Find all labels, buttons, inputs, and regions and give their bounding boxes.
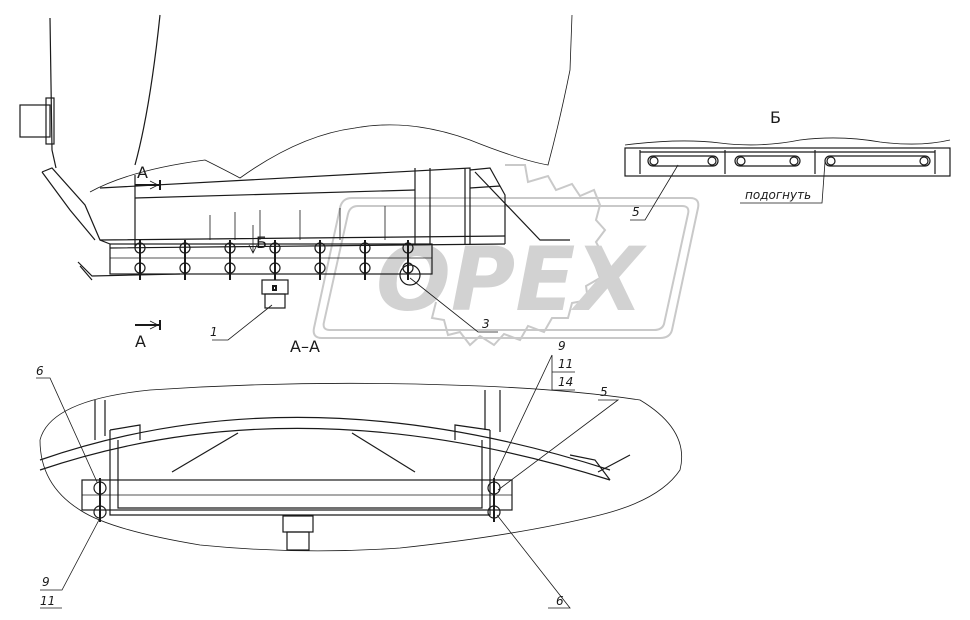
drain-plug-head — [264, 293, 286, 309]
leader-6-left — [36, 377, 98, 483]
watermark-logo: OPEX — [312, 164, 700, 347]
slot-bolt-1-1 — [789, 156, 799, 166]
section-arrow-top — [149, 180, 159, 190]
slot-bolt-1-0 — [736, 156, 746, 166]
side-walls — [94, 390, 501, 440]
view-b: Б 5 подогнуть — [624, 108, 951, 221]
section-break-outline — [39, 382, 682, 552]
tank-curve — [134, 14, 161, 166]
note-bend: подогнуть — [745, 188, 811, 202]
right-extension — [469, 167, 570, 244]
leader-bend — [740, 161, 826, 204]
drain-plug-section-head — [286, 531, 310, 551]
tank-bottom-inner — [39, 427, 611, 481]
break-line-upper — [89, 14, 573, 193]
leader-1 — [212, 304, 273, 341]
bolt-shanks — [99, 478, 495, 522]
part-3-circle — [399, 264, 421, 286]
slot-2 — [824, 155, 931, 167]
view-b-marker: Б — [256, 233, 267, 252]
view-b-strip-inner — [639, 150, 936, 174]
section-mark-top: А — [137, 163, 148, 182]
view-b-title: Б — [770, 108, 781, 127]
drain-plug-marker — [272, 285, 277, 291]
section-bolts — [93, 478, 501, 522]
pan-body — [109, 430, 491, 516]
leader-5-right — [497, 399, 620, 491]
section-line-bottom — [135, 320, 161, 330]
drain-plug-section-body — [282, 515, 314, 533]
watermark-plate-inner — [322, 205, 690, 331]
upper-view: А А Б 1 3 А–А — [19, 14, 573, 356]
slot-1 — [734, 155, 801, 167]
callout-9-top: 9 — [558, 339, 566, 353]
callout-5-top: 5 — [632, 205, 640, 219]
tank-left-edge — [49, 17, 57, 169]
flange-rail — [109, 243, 433, 275]
baffle-right — [351, 432, 416, 473]
tank-bottom-outer — [39, 416, 611, 471]
lip-right — [454, 424, 491, 440]
watermark-plate — [312, 197, 700, 339]
baffle-left — [171, 432, 239, 473]
inner-ribs — [209, 206, 386, 240]
callout-5-right: 5 — [600, 385, 608, 399]
slot-bolt-2-0 — [826, 156, 836, 166]
frame-top — [99, 167, 471, 244]
pan-inner — [117, 440, 483, 509]
slot-0 — [647, 155, 719, 167]
frame-bottom — [99, 235, 506, 249]
section-line-top — [135, 180, 161, 190]
leader-9-left — [40, 517, 101, 591]
leader-5-top — [630, 164, 679, 221]
callout-11-top: 11 — [558, 357, 573, 371]
leader-9-11-14 — [492, 354, 575, 481]
right-fitting — [569, 454, 631, 481]
callout-6-bottom: 6 — [556, 594, 564, 608]
lower-rod — [77, 261, 181, 281]
callout-6-left: 6 — [36, 364, 44, 378]
callout-1: 1 — [210, 325, 218, 339]
view-b-slots — [647, 155, 931, 167]
view-b-strip — [624, 147, 951, 177]
frame-inner-top — [134, 189, 416, 199]
lip-left — [109, 424, 141, 440]
frame-posts — [134, 168, 466, 248]
slot-bolt-2-1 — [919, 156, 929, 166]
section-arrow-bottom — [149, 320, 159, 330]
deflector — [41, 167, 111, 245]
bolt-row-upper — [134, 240, 414, 280]
callout-3: 3 — [482, 317, 490, 331]
left-fitting-neck — [45, 97, 55, 145]
callout-11-left: 11 — [40, 594, 55, 608]
leader-3 — [409, 277, 498, 333]
callout-9-left: 9 — [42, 575, 50, 589]
slot-bolt-0-1 — [707, 156, 717, 166]
slot-bolt-0-0 — [649, 156, 659, 166]
view-b-arrow — [248, 225, 258, 254]
callout-14-top: 14 — [558, 375, 573, 389]
left-fitting — [19, 104, 51, 138]
watermark-gear — [430, 164, 607, 347]
view-b-break-line — [624, 137, 951, 146]
section-title: А–А — [290, 337, 320, 356]
leader-6-bottom — [496, 514, 571, 609]
section-aa: 6 9 11 6 5 9 11 14 — [36, 339, 682, 609]
section-mark-bottom: А — [135, 332, 146, 351]
